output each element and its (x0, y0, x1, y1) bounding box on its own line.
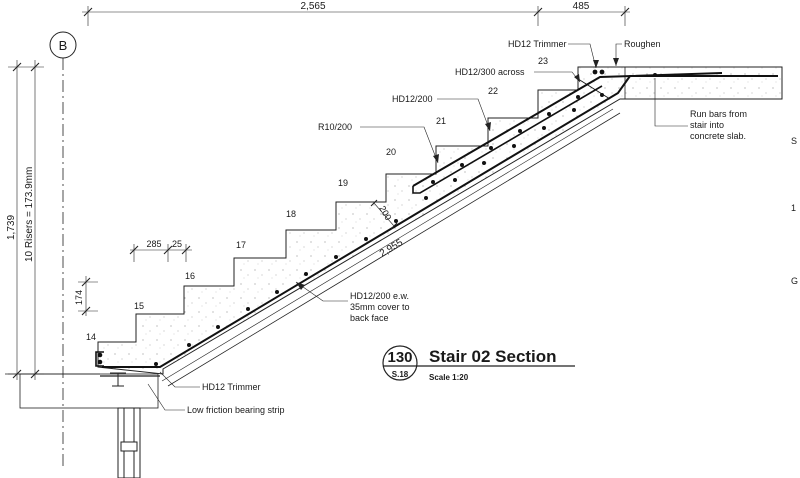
support-beam-top (19, 373, 159, 409)
step-number: 20 (386, 147, 396, 157)
riser-tick-a (81, 277, 91, 287)
label-run-bars-1: Run bars from (690, 109, 747, 119)
grid-label: B (59, 38, 68, 53)
dim-risers: 10 Risers = 173.9mm (24, 167, 35, 262)
edge-mark: 1 (791, 203, 796, 213)
label-roughen: Roughen (624, 39, 661, 49)
bar-dots (97, 69, 657, 366)
dim-horizontal-end: 485 (573, 1, 590, 12)
step-number: 18 (286, 209, 296, 219)
label-top-trimmer: HD12 Trimmer (508, 39, 567, 49)
left-dim-tick-2 (30, 62, 40, 72)
title-number: 130 (387, 349, 412, 366)
slope-dim-text: 2,955 (378, 237, 405, 260)
top-dim-tick-b (533, 7, 543, 17)
reinforcement (95, 72, 778, 368)
step-number: 14 (86, 332, 96, 342)
dim-height-total: 1,739 (6, 215, 17, 240)
grid-bubble (49, 31, 77, 59)
title-bubble (382, 345, 418, 381)
top-bar-hook (412, 85, 603, 194)
step-number: 19 (338, 178, 348, 188)
waist-dim-line (373, 202, 395, 227)
step-number: 21 (436, 116, 446, 126)
edge-mark: G (791, 276, 798, 286)
dim-nosing: 25 (172, 239, 182, 249)
dim-riser-height: 174 (74, 290, 84, 305)
leader-arrows (296, 58, 619, 290)
edge-mark: S (791, 136, 797, 146)
top-bar (412, 72, 723, 187)
title-name: Stair 02 Section (429, 347, 557, 366)
bottom-hook (95, 351, 104, 367)
label-across: HD12/300 across (455, 67, 525, 77)
steel-column-section (110, 372, 141, 478)
trimmer-link (574, 76, 611, 100)
leader-hd12-200 (437, 98, 491, 132)
waist-tick-a (370, 199, 378, 207)
step-number: 17 (236, 240, 246, 250)
leaders (147, 43, 688, 411)
label-r10: R10/200 (318, 122, 352, 132)
leader-top-trimmer (568, 43, 597, 69)
step-number: 22 (488, 86, 498, 96)
stair-concrete (97, 66, 783, 375)
riser-tick-b (81, 306, 91, 316)
leader-bearing (147, 383, 185, 411)
left-dim-tick-1 (12, 62, 22, 72)
tread-tick-c (181, 245, 191, 255)
label-run-bars-3: concrete slab. (690, 131, 746, 141)
title-scale: Scale 1:20 (429, 373, 469, 382)
bottom-bar (102, 75, 778, 368)
label-bearing: Low friction bearing strip (187, 405, 285, 415)
dim-tread: 285 (146, 239, 161, 249)
dim-horizontal-main: 2,565 (300, 1, 325, 12)
leader-run-bars (654, 78, 688, 127)
step-number: 23 (538, 56, 548, 66)
tread-tick-b (163, 245, 173, 255)
step-numbers: 14 15 16 17 18 19 20 21 22 23 (86, 56, 548, 342)
label-bottom-trimmer: HD12 Trimmer (202, 382, 261, 392)
label-run-bars-2: stair into (690, 120, 724, 130)
label-ew-2: 35mm cover to (350, 302, 410, 312)
label-hd12-200: HD12/200 (392, 94, 433, 104)
title-sheet: S.18 (392, 370, 409, 379)
leader-ew (295, 281, 348, 302)
step-number: 15 (134, 301, 144, 311)
leader-bottom-trimmer (159, 371, 200, 388)
step-number: 16 (185, 271, 195, 281)
label-ew-1: HD12/200 e.w. (350, 291, 409, 301)
top-dim-tick-a (83, 7, 93, 17)
leader-across (534, 71, 581, 83)
top-dim-tick-c (620, 7, 630, 17)
label-ew-3: back face (350, 313, 389, 323)
waist-tick-b (390, 222, 398, 230)
tread-tick-a (129, 245, 139, 255)
slope-dim-line (161, 108, 614, 382)
leader-r10 (360, 126, 439, 164)
soffit-offset-line (167, 112, 621, 387)
